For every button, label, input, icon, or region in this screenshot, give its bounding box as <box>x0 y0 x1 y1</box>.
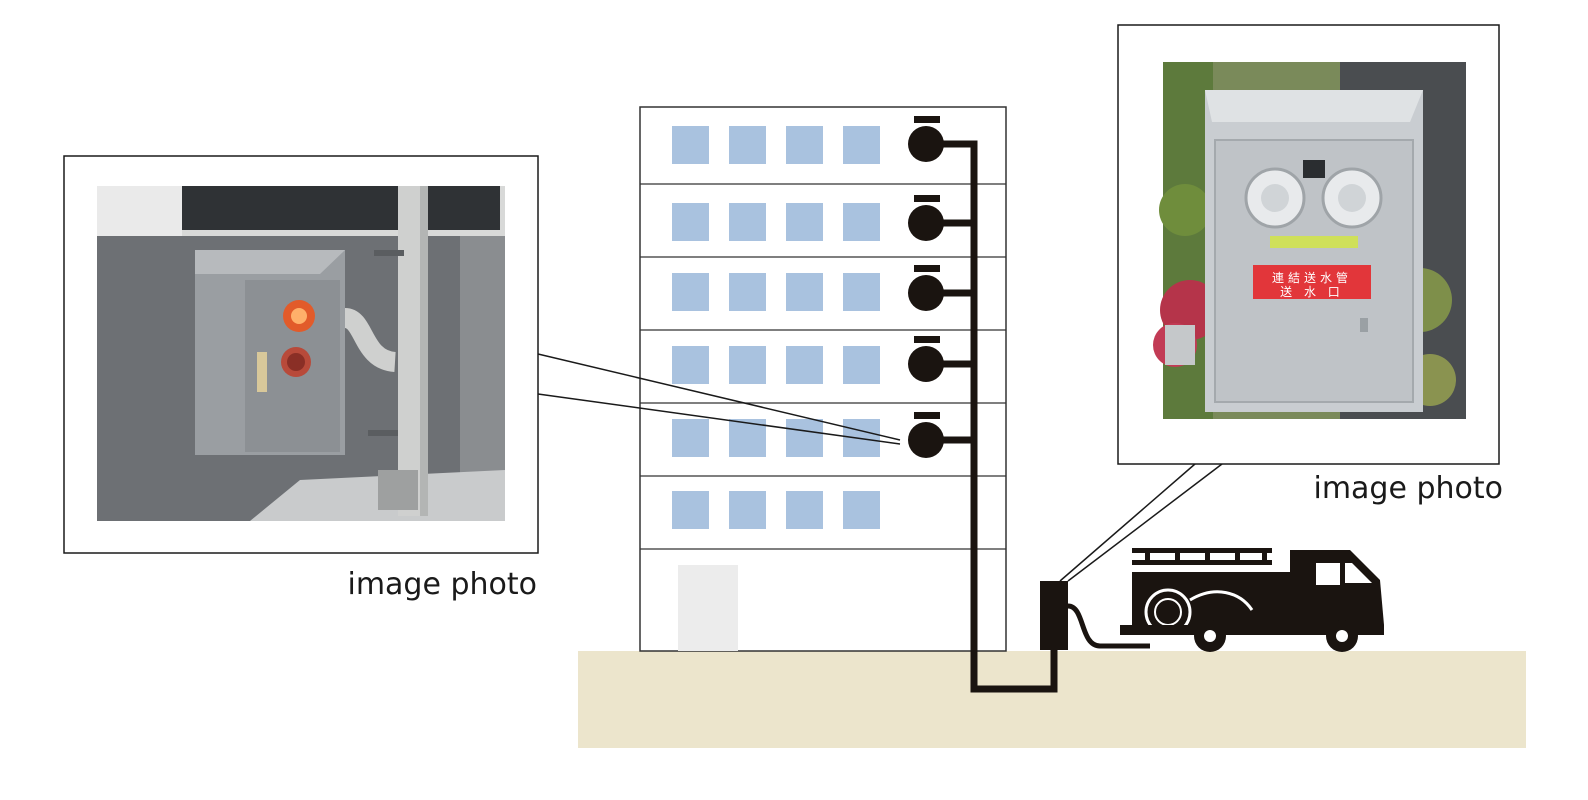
fire-truck-icon <box>1120 548 1384 652</box>
outlet-valve-icon <box>908 116 944 162</box>
building-windows <box>672 126 880 529</box>
building-window <box>672 419 709 457</box>
building-window <box>843 491 880 529</box>
building-window <box>672 126 709 164</box>
outlet-valve-icon <box>908 336 944 382</box>
building-window <box>729 273 766 311</box>
building-window <box>786 273 823 311</box>
building-window <box>729 346 766 384</box>
callout-lines-left <box>537 353 901 445</box>
building-window <box>843 346 880 384</box>
building-window <box>843 273 880 311</box>
siamese-connection-box <box>1040 581 1068 650</box>
building-window <box>672 273 709 311</box>
building-window <box>786 491 823 529</box>
sign-line-1: 連結送水管 <box>1272 270 1352 285</box>
outlet-valve-icon <box>908 265 944 311</box>
standpipe-riser <box>940 140 1058 693</box>
building-window <box>672 346 709 384</box>
building-window <box>672 203 709 241</box>
building-window <box>672 491 709 529</box>
building-window <box>843 203 880 241</box>
building-window <box>786 126 823 164</box>
outlet-valve-icon <box>908 195 944 241</box>
sign-line-2: 送 水 口 <box>1280 284 1344 299</box>
building-window <box>786 346 823 384</box>
building-window <box>729 203 766 241</box>
building-window <box>729 126 766 164</box>
building-window <box>786 419 823 457</box>
outlet-valve-icon <box>908 412 944 458</box>
fire-hose <box>1067 603 1150 649</box>
left-inset-caption: image photo <box>347 567 537 602</box>
entrance-door <box>678 565 738 651</box>
left-inset-photo <box>97 186 505 521</box>
right-inset-caption: image photo <box>1313 471 1503 506</box>
right-inset-photo: 連結送水管 送 水 口 <box>1153 62 1466 419</box>
building-window <box>786 203 823 241</box>
callout-lines-right <box>1059 463 1223 582</box>
building-window <box>843 126 880 164</box>
building-window <box>729 491 766 529</box>
